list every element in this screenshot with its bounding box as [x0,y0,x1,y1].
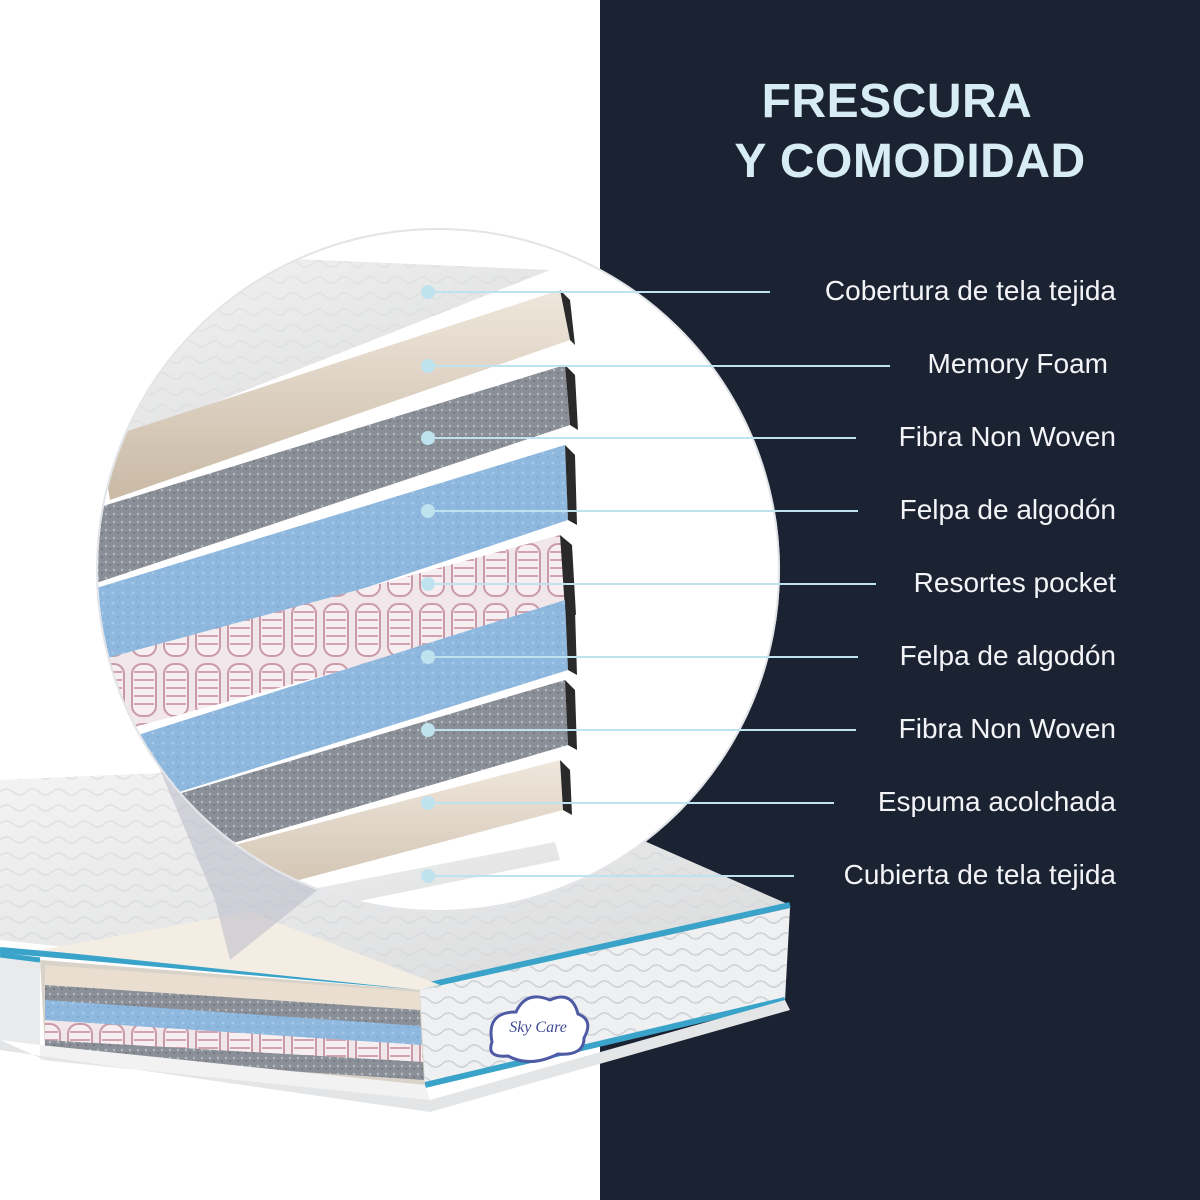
layer-label-2: Memory Foam [927,348,1108,379]
svg-text:Sky Care: Sky Care [509,1019,567,1036]
layer-label-1: Cobertura de tela tejida [824,275,1116,306]
layer-label-4: Felpa de algodón [899,494,1116,525]
layer-label-6: Felpa de algodón [899,640,1116,671]
layer-label-9: Cubierta de tela tejida [843,859,1116,890]
headline-line-2: Y COMODIDAD [734,135,1086,188]
headline-line-1: FRESCURA [761,75,1033,128]
layer-label-5: Resortes pocket [913,567,1116,598]
layer-label-8: Espuma acolchada [877,786,1116,817]
page-headline: FRESCURA Y COMODIDAD [600,72,1200,192]
leader-lines [421,285,890,883]
sky-care-logo: Sky Care [489,995,590,1063]
layer-label-7: Fibra Non Woven [898,713,1116,744]
layer-label-3: Fibra Non Woven [898,421,1116,452]
